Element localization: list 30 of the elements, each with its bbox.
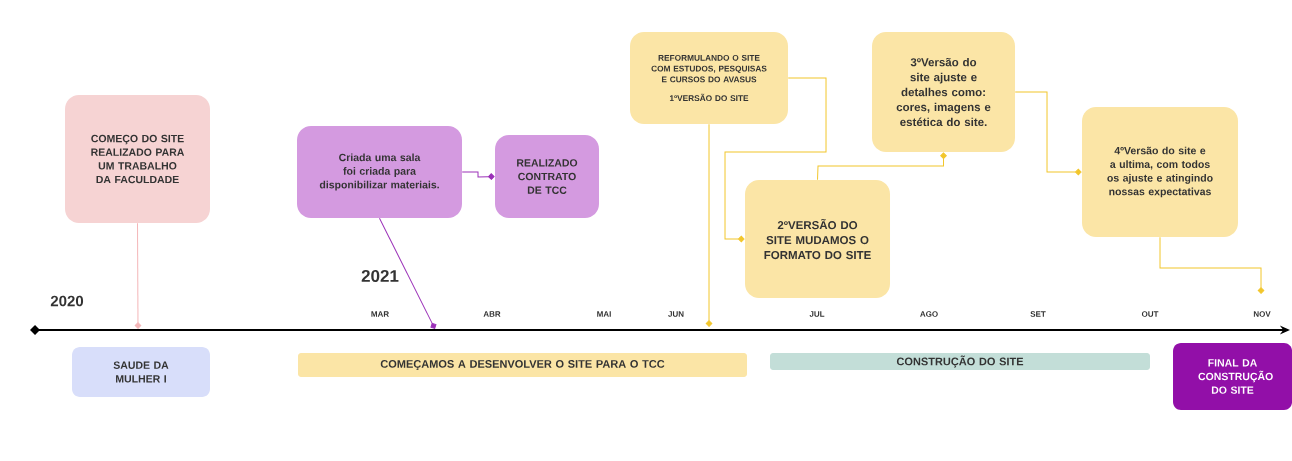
event-card: COMEÇO DO SITE REALIZADO PARA UM TRABALHO DA FACULDADE xyxy=(65,95,210,223)
event-card: FINAL DA CONSTRUÇÃO DO SITE xyxy=(1173,343,1292,410)
event-card: REALIZADO CONTRATO DE TCC xyxy=(495,135,599,218)
year-label: 2021 xyxy=(361,270,399,283)
period-bar: CONSTRUÇÃO DO SITE xyxy=(770,353,1150,370)
connector xyxy=(1159,236,1265,294)
event-card: Criada uma sala foi criada para disponibilizar materiais. xyxy=(297,126,462,218)
year-label: 2020 xyxy=(50,295,84,307)
connector xyxy=(134,222,142,329)
event-card: 4ºVersão do site e a ultima, com todos os ajuste e atingindo nossas expectativas xyxy=(1082,107,1238,237)
event-card: 3ºVersão do site ajuste e detalhes como: cores, imagens e estética do site. xyxy=(872,32,1015,152)
connector xyxy=(1014,91,1082,176)
month-label: OUT xyxy=(1141,311,1159,317)
connector xyxy=(705,123,713,327)
month-label: MAI xyxy=(597,311,611,317)
month-label: MAR xyxy=(371,311,389,317)
connector xyxy=(817,152,947,181)
month-label: ABR xyxy=(483,311,501,317)
period-bar: COMEÇAMOS A DESENVOLVER O SITE PARA O TCC xyxy=(298,353,747,377)
connector xyxy=(379,217,437,329)
month-label: JUN xyxy=(668,311,684,317)
event-card: REFORMULANDO O SITE COM ESTUDOS, PESQUISAS E CURSOS DO AVASUS 1ºVERSÃO DO SITE xyxy=(630,32,788,124)
event-card: 2ºVERSÃO DO SITE MUDAMOS O FORMATO DO SITE xyxy=(745,180,890,298)
connector xyxy=(461,171,495,180)
month-label: SET xyxy=(1030,311,1046,317)
month-label: JUL xyxy=(809,311,825,317)
period-label: SAUDE DA MULHER I xyxy=(72,347,210,397)
connector xyxy=(724,77,827,243)
month-label: AGO xyxy=(920,311,938,317)
month-label: NOV xyxy=(1253,311,1271,317)
